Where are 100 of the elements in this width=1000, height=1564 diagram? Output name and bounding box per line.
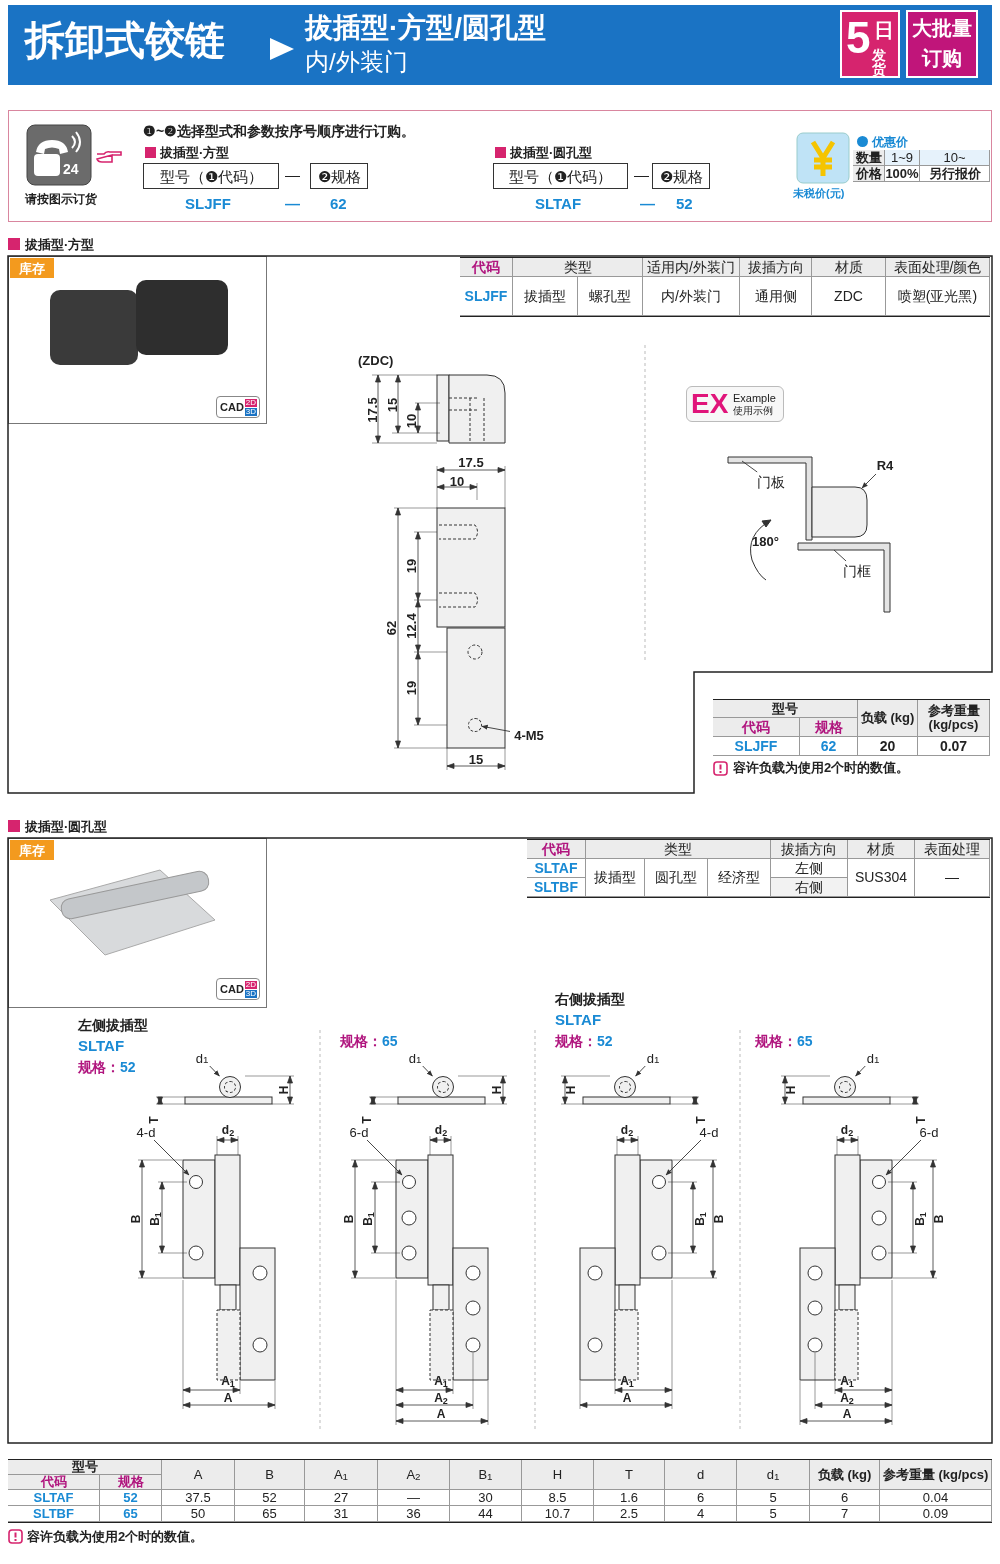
callout-label: 4-M5 [510,726,548,744]
table-cell: B [235,1460,305,1490]
table-cell: — [378,1490,450,1506]
badge-text: 发货 [872,48,887,76]
footnote: 容许负载为使用2个时的数值。 [27,1530,204,1543]
size-value: 65 [797,1034,813,1048]
callout-label: 6-d [915,1124,943,1140]
table-cell: 拔插方向 [771,840,848,859]
example-badge [686,386,784,422]
table-cell: 27 [305,1490,378,1506]
badge-text: CAD [220,402,244,413]
table-cell: 拔插方向 [740,258,812,277]
subtitle: 拔插型·方型/圆孔型 [305,14,547,42]
stock-badge: 库存 [10,258,54,278]
table-cell: 4 [665,1506,737,1522]
table-cell: 65 [235,1506,305,1522]
table-cell: 代码 [713,718,800,737]
cad-badge [216,396,260,418]
order-field-box: 型号（❶代码） [143,163,279,189]
dimension-value: 10 [449,474,465,488]
size-label: 规格： [555,1034,597,1048]
badge-text: 2D [244,399,257,407]
table-cell: 拔插型 [586,859,645,897]
table-cell: SLTAF [8,1490,100,1506]
callout-label: 门板 [754,472,788,492]
table-cell: 8.5 [522,1490,594,1506]
table-cell: 圆孔型 [645,859,708,897]
cad-badge [216,978,260,1000]
table-cell: 通用侧 [740,277,812,316]
footnote: 容许负载为使用2个时的数值。 [733,761,910,774]
dimension-symbol: B [343,1214,355,1224]
table-cell: SLJFF [713,737,800,756]
table-cell: 另行报价 [920,166,990,182]
dimension-symbol: A$_{2}$ [434,1392,448,1404]
dimension-symbol: A$_{1}$ [620,1375,634,1387]
table-cell: 适用内/外装门 [643,258,740,277]
table-cell: 代码 [527,840,586,859]
table-cell: 30 [450,1490,522,1506]
badge-text: EX [691,390,729,418]
table-cell: 6 [810,1490,880,1506]
badge-text: 订购 [922,48,962,68]
dimension-symbol: T [148,1116,160,1124]
table-cell: SLTBF [8,1506,100,1522]
table-cell: 材质 [848,840,915,859]
table-cell: 右侧 [771,878,848,897]
dimension-symbol: B [713,1214,725,1224]
leader-line [741,460,758,473]
table-cell: 52 [100,1490,162,1506]
table-cell: 参考重量 (kg/pcs) [918,700,990,737]
callout-label: R4 [872,456,898,474]
order-field-box: 型号（❶代码） [493,163,628,189]
dimension-symbol: H [785,1085,797,1095]
dimension-value: 19 [404,558,418,574]
table-cell: 37.5 [162,1490,235,1506]
dimension-value: 17.5 [365,397,379,423]
table-cell: 65 [100,1506,162,1522]
size-label: 规格： [755,1034,797,1048]
size-label: 规格： [340,1034,382,1048]
dimension-value: 17.5 [458,455,484,469]
dimension-symbol: H [491,1085,503,1095]
dimension-symbol: A [436,1408,446,1420]
table-cell: 62 [800,737,858,756]
callout-label: 门框 [840,561,874,581]
dash-separator: — [285,167,300,182]
subtitle: 内/外装门 [305,50,408,74]
callout-label: 4-d [132,1124,160,1140]
table-cell: 喷塑(亚光黑) [886,277,990,316]
table-cell: 表面处理/颜色 [886,258,990,277]
table-cell: 10.7 [522,1506,594,1522]
table-cell: 螺孔型 [578,277,643,316]
size-value: 52 [597,1034,613,1048]
table-cell: 7 [810,1506,880,1522]
table-cell: 20 [858,737,918,756]
order-instruction: ❶~❷选择型式和参数按序号顺序进行订购。 [143,124,416,138]
table-cell: SLJFF [460,277,513,316]
dimension-symbol: A [622,1392,632,1404]
badge-text: Example [733,393,776,404]
dimension-value: 12.4 [404,613,418,639]
table-cell: 44 [450,1506,522,1522]
dimension-symbol: A [223,1392,233,1404]
table-cell: 0.09 [880,1506,992,1522]
badge-text: 5 [846,16,871,60]
dimension-symbol: d$_{2}$ [620,1124,634,1136]
dimension-symbol: B [933,1214,945,1224]
dimension-symbol: H [278,1085,290,1095]
section-heading: 拔插型·方型 [25,238,95,251]
table-cell: 代码 [8,1475,100,1490]
size-label: 规格： [78,1060,120,1074]
dimension-symbol: d$_{2}$ [221,1124,235,1136]
table-cell: 内/外装门 [643,277,740,316]
table-cell: 100% [885,166,920,182]
order-code: SLJFF [185,196,231,211]
table-cell: 代码 [460,258,513,277]
table-cell: 负载 (kg) [858,700,918,737]
table-cell: A [162,1460,235,1490]
dimension-symbol: T [361,1116,373,1124]
table-cell: 36 [378,1506,450,1522]
bulk-order-badge [906,10,978,78]
dash-separator: — [640,196,655,211]
table-cell: 10~ [920,150,990,166]
